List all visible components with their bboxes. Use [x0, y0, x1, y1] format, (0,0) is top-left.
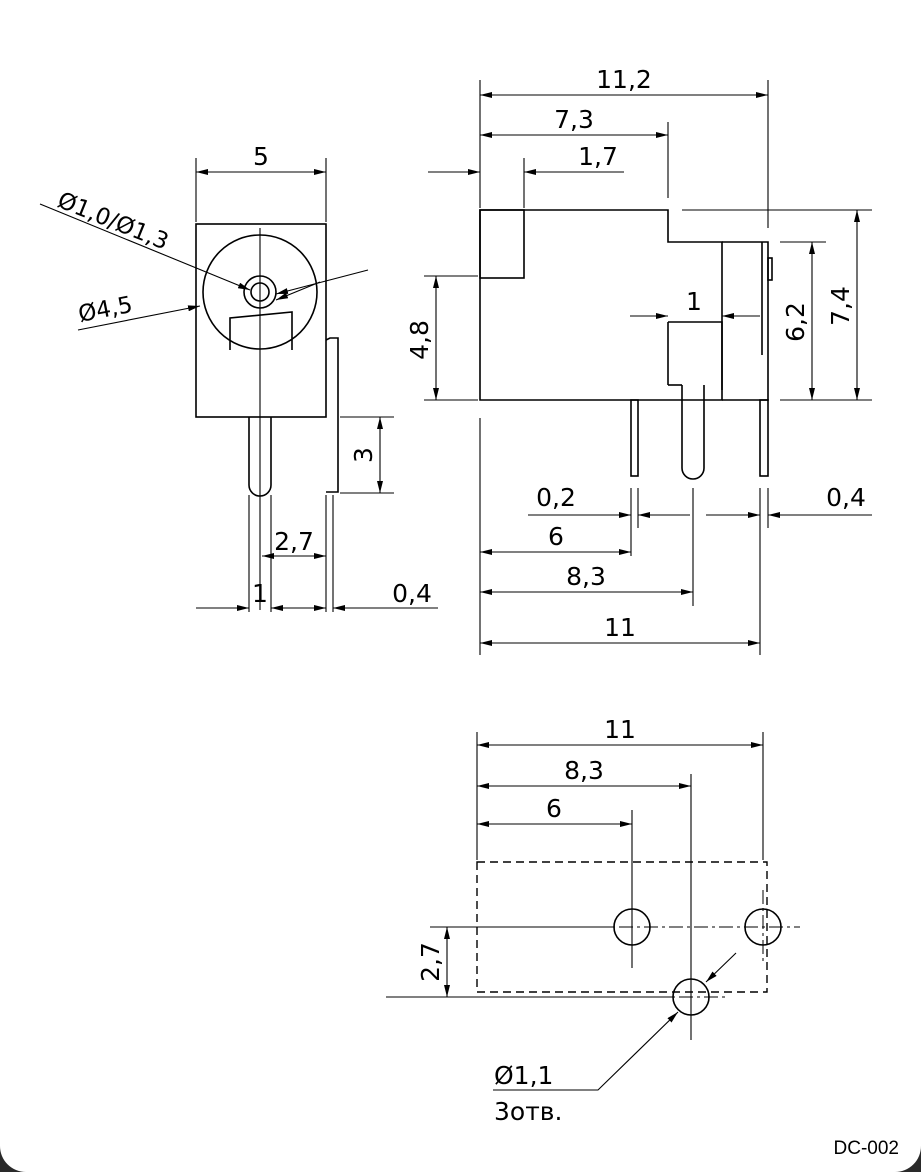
side-body-outline	[195, 223, 327, 418]
dim-footprint-hole-2: 8,3	[564, 756, 604, 785]
dim-pin-pitch: 2,7	[274, 527, 314, 556]
front-view: 11,2 7,3 1,7 4,8 1 6,2 7,4 0,2	[405, 65, 872, 655]
dim-width: 5	[253, 142, 269, 171]
leader-line	[275, 269, 369, 295]
dim-footprint-hole-1: 6	[546, 794, 562, 823]
front-pin-right	[759, 399, 769, 477]
front-contact-top	[668, 321, 723, 390]
side-view: 5 Ø1,0/Ø1,3 Ø4,5 3 2,7 1 0,4	[39, 142, 438, 612]
dim-footprint-overall: 11	[604, 715, 636, 744]
dim-overall-height: 7,4	[826, 286, 855, 326]
dim-pin-width: 1	[252, 579, 268, 608]
front-pin-left	[630, 399, 639, 477]
leader-line	[39, 203, 251, 291]
dim-pin-diameter: Ø1,0/Ø1,3	[54, 187, 172, 255]
side-pin	[248, 417, 272, 497]
dim-tab-thickness: 0,4	[392, 579, 432, 608]
dim-collar-length: 1,7	[578, 142, 618, 171]
leader-line	[705, 952, 737, 983]
dim-pin-position-2: 8,3	[566, 562, 606, 591]
dim-contact-width: 1	[686, 287, 702, 316]
drawing-code-label: DC-002	[833, 1138, 899, 1159]
front-rear-nub	[767, 257, 773, 281]
front-collar	[479, 209, 525, 279]
dim-step-length: 7,3	[554, 105, 594, 134]
dim-overall-length: 11,2	[596, 65, 652, 94]
leader-line	[275, 281, 321, 301]
dim-bore-diameter: Ø4,5	[76, 292, 135, 328]
front-rear-block	[722, 241, 769, 401]
dim-footprint-offset: 2,7	[416, 942, 445, 982]
dim-pin-length: 3	[349, 447, 378, 463]
dim-hole-diameter: Ø1,1	[494, 1061, 553, 1090]
leader-line	[77, 305, 201, 331]
dim-body-height: 6,2	[781, 302, 810, 342]
dim-pin-thickness: 0,2	[536, 483, 576, 512]
front-center-pin	[681, 385, 705, 480]
dim-tab-thickness-front: 0,4	[826, 483, 866, 512]
dim-base-length: 11	[604, 613, 636, 642]
leader-line	[493, 1011, 679, 1091]
footprint-view: 11 8,3 6 2,7 Ø1,1 3отв.	[386, 715, 800, 1126]
side-contact	[229, 311, 293, 350]
hole-count-note: 3отв.	[494, 1097, 562, 1126]
side-tab	[325, 337, 339, 493]
dim-barrel-height: 4,8	[405, 320, 434, 360]
dim-pin-position-1: 6	[548, 522, 564, 551]
